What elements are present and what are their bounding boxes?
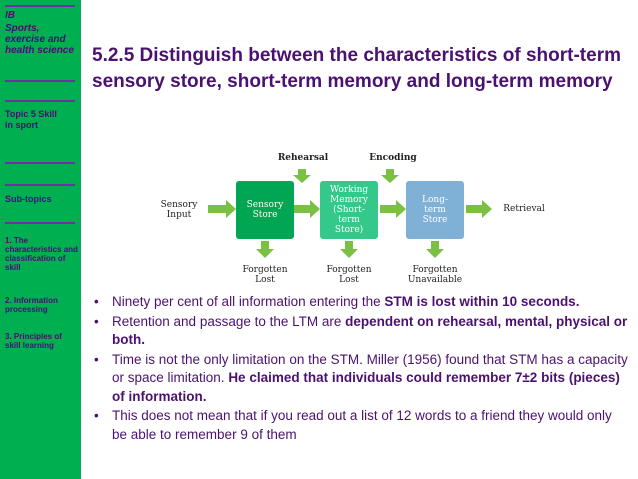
sidebar-divider [5,222,75,224]
course-code: IB [5,10,15,21]
arrow-encoding [381,169,399,183]
long-term-store-label: Long-term Store [422,195,448,225]
arrow-long-to-retrieval [466,200,492,218]
forgotten-lost-label: Forgotten Lost [242,265,288,285]
forgotten-lost-label: Forgotten Lost [326,265,372,285]
bullet-list: •Ninety per cent of all information ente… [90,293,630,445]
sidebar-divider [5,80,75,82]
arrow-down-long [426,241,444,258]
sidebar-divider [5,184,75,186]
sensory-input-label: Sensory Input [160,200,198,220]
arrow-down-working [340,241,358,258]
arrow-working-to-long [380,200,406,218]
memory-model-diagram: Rehearsal Encoding Sensory Input Sensory… [150,145,570,295]
bullet-dot: • [94,408,99,423]
bullet-item: •Retention and passage to the LTM are de… [94,313,628,348]
subtopics-label: Sub-topics [5,194,52,204]
bullet-item: •Ninety per cent of all information ente… [90,293,630,312]
arrow-rehearsal [293,169,311,183]
bullet-item: •Time is not the only limitation on the … [94,351,628,404]
arrow-sensory-to-working [294,200,320,218]
subtopic-2[interactable]: 2. Information processing [5,296,58,314]
subtopic-1[interactable]: 1. The characteristics and classificatio… [5,236,78,272]
forgotten-unavailable-label: Forgotten Unavailable [407,265,463,285]
arrow-input-to-sensory [208,200,236,218]
encoding-label: Encoding [369,153,417,163]
sensory-store-box: Sensory Store [236,181,294,239]
sidebar-divider [5,100,75,102]
retrieval-label: Retrieval [503,204,545,214]
subtopic-3[interactable]: 3. Principles of skill learning [5,332,62,350]
slide-title: 5.2.5 Distinguish between the characteri… [92,45,621,92]
arrow-down-sensory [256,241,274,258]
sensory-store-label: Sensory Store [246,200,284,220]
working-memory-label: Working Memory (Short-term Store) [329,185,369,235]
diagram-arrows [208,169,492,258]
bullet-dot: • [94,294,99,309]
working-memory-box: Working Memory (Short-term Store) [320,181,378,239]
bullet-dot: • [94,351,99,367]
course-name: Sports, exercise and health science [5,23,74,56]
sidebar-divider [5,162,75,164]
bullet-item: •This does not mean that if you read out… [94,408,612,442]
sidebar-divider [5,5,75,7]
rehearsal-label: Rehearsal [277,153,329,163]
bullet-dot: • [94,313,99,329]
topic-label: Topic 5 Skill in sport [5,109,57,130]
sidebar: IB Sports, exercise and health science T… [0,0,81,479]
long-term-store-box: Long-term Store [406,181,464,239]
